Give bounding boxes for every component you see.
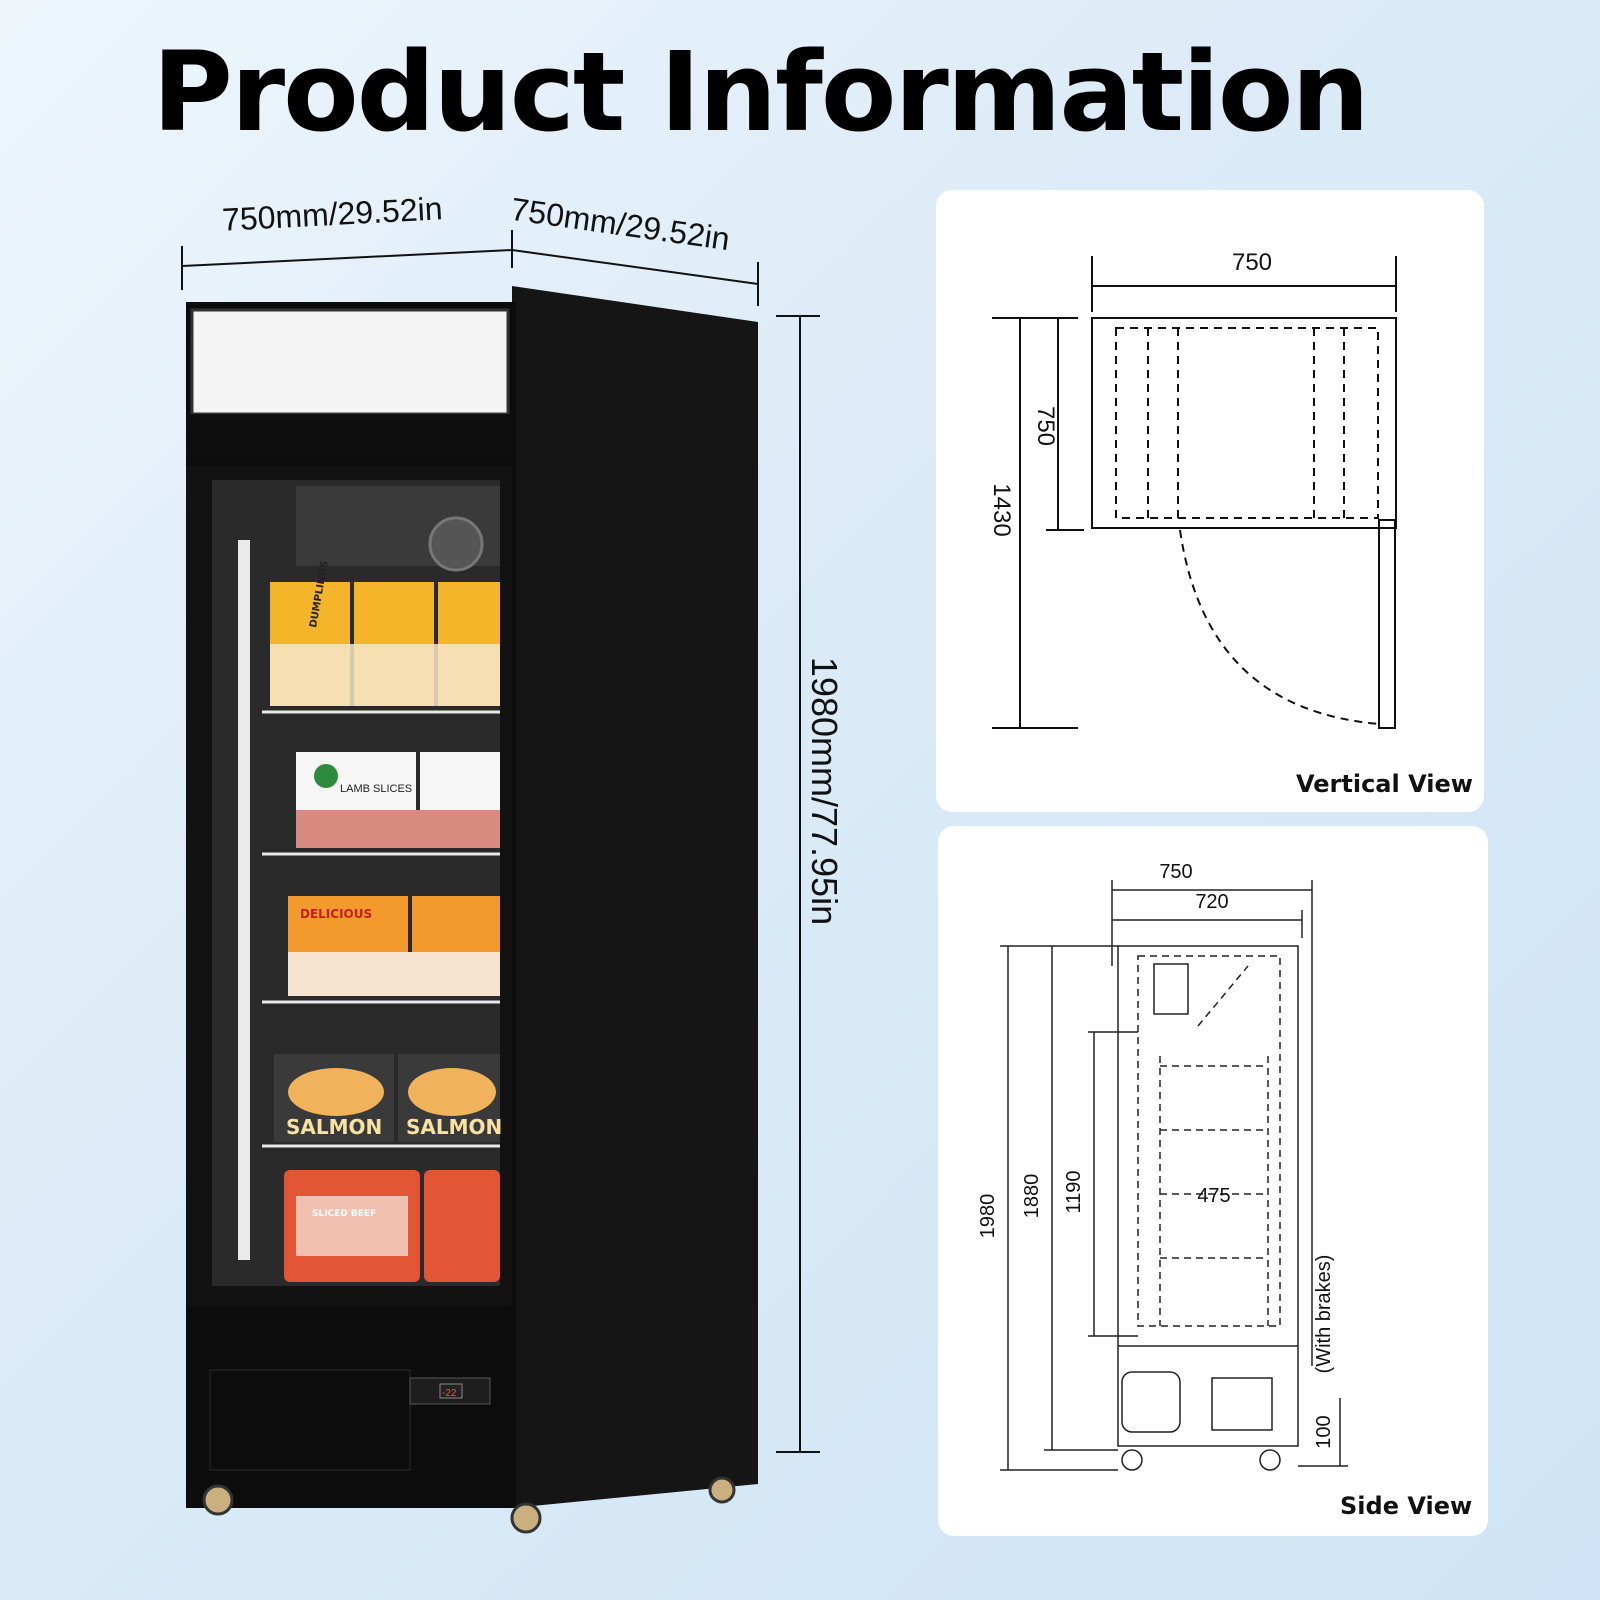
page-title: Product Information — [152, 28, 1370, 156]
side-caster-height-label: 100 — [1313, 1415, 1335, 1448]
wheels — [202, 1476, 736, 1534]
side-height-label: 1980 — [977, 1194, 999, 1239]
width-dimension-line — [181, 230, 513, 290]
dumplings-packages — [270, 582, 500, 706]
fridge-side-panel — [512, 286, 758, 1508]
vertical-width-label: 750 — [1232, 249, 1272, 276]
lamb-packages — [296, 752, 500, 848]
side-inner-width-label: 720 — [1195, 891, 1228, 913]
vertical-depth-label: 750 — [1032, 406, 1059, 446]
side-view-diagram: 750 720 1980 1880 1190 475 100 (With bra… — [977, 861, 1348, 1471]
side-caster-note: (With brakes) — [1313, 1255, 1335, 1374]
meat-buns-packages — [288, 896, 500, 996]
salmon-packages — [274, 1054, 500, 1142]
lamb-label: LAMB SLICES — [340, 783, 412, 795]
temperature-display: -22 — [442, 1388, 457, 1399]
vertical-view-panel — [936, 190, 1484, 812]
light-box — [190, 308, 510, 416]
side-view-panel — [938, 826, 1488, 1536]
vertical-view-label: Vertical View — [1296, 770, 1473, 798]
vent-grille — [209, 1369, 411, 1471]
vertical-view-diagram: 750 750 1430 — [988, 249, 1397, 729]
fan-icon — [428, 516, 484, 572]
side-shelf-width-label: 475 — [1197, 1185, 1230, 1207]
buns-label: DELICIOUS — [300, 907, 372, 921]
led-strip — [238, 540, 250, 1260]
vertical-open-depth-label: 1430 — [988, 483, 1015, 536]
svg-text:SALMON: SALMON — [406, 1115, 502, 1139]
depth-dimension-line — [511, 249, 759, 306]
side-body-height-label: 1880 — [1021, 1174, 1043, 1219]
side-view-label: Side View — [1340, 1492, 1473, 1520]
beef-packages — [284, 1170, 500, 1282]
shelves — [262, 710, 500, 1148]
beef-label: SLICED BEEF — [312, 1209, 376, 1219]
side-interior-height-label: 1190 — [1063, 1170, 1085, 1213]
salmon-label: SALMON — [286, 1115, 382, 1139]
side-outer-width-label: 750 — [1159, 861, 1192, 883]
height-dimension-line — [776, 315, 820, 1453]
